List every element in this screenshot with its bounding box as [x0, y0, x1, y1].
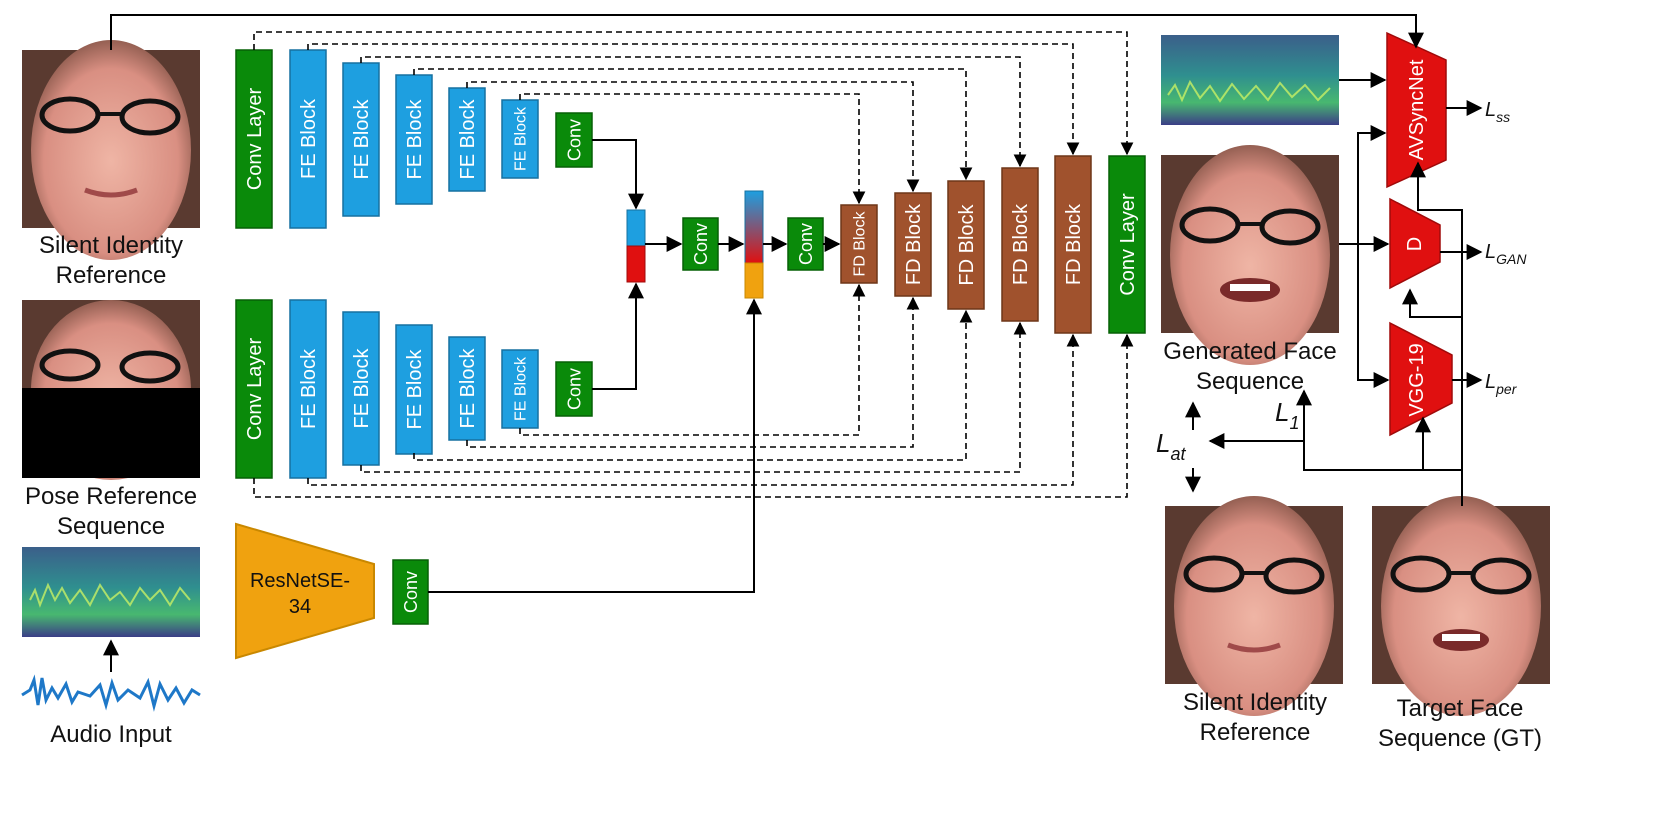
- pose-reference-image: [22, 300, 200, 480]
- skip-top-4: [413, 68, 973, 181]
- enc2-fe-block-4: FE Block: [448, 336, 486, 441]
- audio-spectrogram-input: [22, 547, 200, 637]
- skip-top-5: [466, 81, 920, 193]
- enc1-fe-block-5: FE Block: [501, 99, 539, 179]
- discriminator-label: D: [1404, 237, 1426, 251]
- skip-bottom-6: [519, 283, 866, 436]
- identity-feature-vector: [626, 209, 646, 283]
- enc1-fe-block-1-label: FE Block: [298, 98, 320, 179]
- enc2-fe-block-5-label: FE Block: [513, 356, 530, 421]
- enc2-conv: Conv: [555, 361, 593, 417]
- resnetse-34-label-line2: 34: [289, 596, 311, 618]
- resnetse-34-label-line1: ResNetSE-: [250, 570, 350, 592]
- enc2-fe-block-2-label: FE Block: [351, 347, 373, 428]
- enc1-fe-block-2: FE Block: [342, 62, 380, 217]
- skip-bottom-2: [307, 333, 1080, 486]
- target-face-sequence-label: Target Face Sequence (GT): [1377, 695, 1543, 752]
- fd-block-5: FD Block: [1054, 155, 1092, 334]
- audio-conv-label: Conv: [401, 571, 421, 613]
- loss-gan-label: LGAN: [1485, 241, 1527, 267]
- enc1-conv-layer: Conv Layer: [235, 49, 273, 229]
- silent-identity-output-image: [1165, 496, 1343, 716]
- enc1-conv-layer-label: Conv Layer: [244, 88, 266, 191]
- enc2-fe-block-3: FE Block: [395, 324, 433, 455]
- identity-encoder: Conv Layer FE Block FE Block FE Block FE Blo…: [235, 49, 593, 229]
- skip-bottom-3: [360, 321, 1027, 473]
- audio-waveform: [21, 674, 201, 712]
- enc1-conv-label: Conv: [564, 119, 584, 161]
- vgg-19-block: VGG-19: [1389, 321, 1453, 437]
- decoder-conv-layer-label: Conv Layer: [1117, 193, 1139, 296]
- avsyncnet-label: AVSyncNet: [1406, 59, 1428, 160]
- fd-block-4: FD Block: [1001, 167, 1039, 322]
- audio-conv: Conv: [392, 559, 429, 625]
- silent-identity-reference-label: Silent Identity Reference: [38, 232, 184, 289]
- fd-block-4-label: FD Block: [1010, 203, 1032, 285]
- enc2-fe-block-4-label: FE Block: [457, 347, 479, 428]
- silent-identity-image: [22, 40, 200, 260]
- enc1-fe-block-2-label: FE Block: [351, 98, 373, 179]
- solid-connections: [103, 14, 1483, 672]
- decoder-conv-layer: Conv Layer: [1108, 155, 1146, 334]
- discriminator-block: D: [1389, 197, 1441, 290]
- fd-block-2: FD Block: [894, 192, 932, 297]
- fusion-conv-1-label: Conv: [691, 223, 711, 265]
- pose-reference-sequence-label: Pose Reference Sequence: [24, 483, 198, 540]
- enc2-fe-block-3-label: FE Block: [404, 348, 426, 429]
- enc1-fe-block-4: FE Block: [448, 87, 486, 192]
- target-face-image: [1372, 496, 1550, 716]
- silent-identity-output-label: Silent Identity Reference: [1182, 689, 1328, 746]
- skip-top-6: [519, 93, 866, 205]
- pose-encoder: Conv Layer FE Block FE Block FE Block FE Blo…: [235, 299, 593, 479]
- enc1-conv: Conv: [555, 112, 593, 168]
- enc2-fe-block-5: FE Block: [501, 349, 539, 429]
- generated-face-image: [1161, 145, 1339, 365]
- skip-bottom-1: [253, 333, 1134, 498]
- loss-at-label: Lat: [1156, 428, 1186, 464]
- fused-feature-vector: [744, 190, 764, 299]
- skip-top-1: [253, 31, 1134, 156]
- enc2-fe-block-2: FE Block: [342, 311, 380, 466]
- fusion-conv-2-label: Conv: [796, 223, 816, 265]
- avsyncnet-block: AVSyncNet: [1386, 31, 1447, 189]
- audio-input-label: Audio Input: [50, 721, 172, 748]
- generated-face-sequence-label: Generated Face Sequence: [1163, 338, 1337, 395]
- fd-block-5-label: FD Block: [1063, 203, 1085, 285]
- skip-top-2: [307, 43, 1080, 156]
- loss-l1-label: L1: [1275, 397, 1299, 433]
- enc1-fe-block-3-label: FE Block: [404, 98, 426, 179]
- enc2-fe-block-1-label: FE Block: [298, 348, 320, 429]
- enc1-fe-block-4-label: FE Block: [457, 98, 479, 179]
- skip-connections: [253, 31, 1134, 498]
- fd-block-2-label: FD Block: [903, 203, 925, 285]
- fd-block-3-label: FD Block: [956, 203, 978, 285]
- skip-bottom-5: [466, 296, 920, 448]
- enc2-conv-layer: Conv Layer: [235, 299, 273, 479]
- mask-region: [22, 388, 200, 478]
- fusion-conv-1: Conv: [682, 217, 719, 271]
- enc1-fe-block-1: FE Block: [289, 49, 327, 229]
- fd-block-1-label: FD Block: [852, 211, 869, 277]
- enc2-conv-layer-label: Conv Layer: [244, 338, 266, 441]
- resnetse-34-block: [235, 522, 375, 660]
- vgg-19-label: VGG-19: [1406, 343, 1428, 416]
- skip-top-3: [360, 56, 1027, 168]
- face-decoder: FD Block FD Block FD Block FD Block FD Block…: [840, 155, 1146, 334]
- enc1-fe-block-5-label: FE Block: [513, 106, 530, 171]
- fusion-conv-2: Conv: [787, 217, 824, 271]
- fd-block-1: FD Block: [840, 204, 878, 284]
- fd-block-3: FD Block: [947, 180, 985, 310]
- enc2-fe-block-1: FE Block: [289, 299, 327, 479]
- enc2-conv-label: Conv: [564, 368, 584, 410]
- enc1-fe-block-3: FE Block: [395, 74, 433, 205]
- mel-spectrogram-output: [1161, 35, 1339, 125]
- loss-ss-label: Lss: [1485, 99, 1510, 125]
- skip-bottom-4: [413, 309, 973, 461]
- loss-per-label: Lper: [1485, 371, 1518, 397]
